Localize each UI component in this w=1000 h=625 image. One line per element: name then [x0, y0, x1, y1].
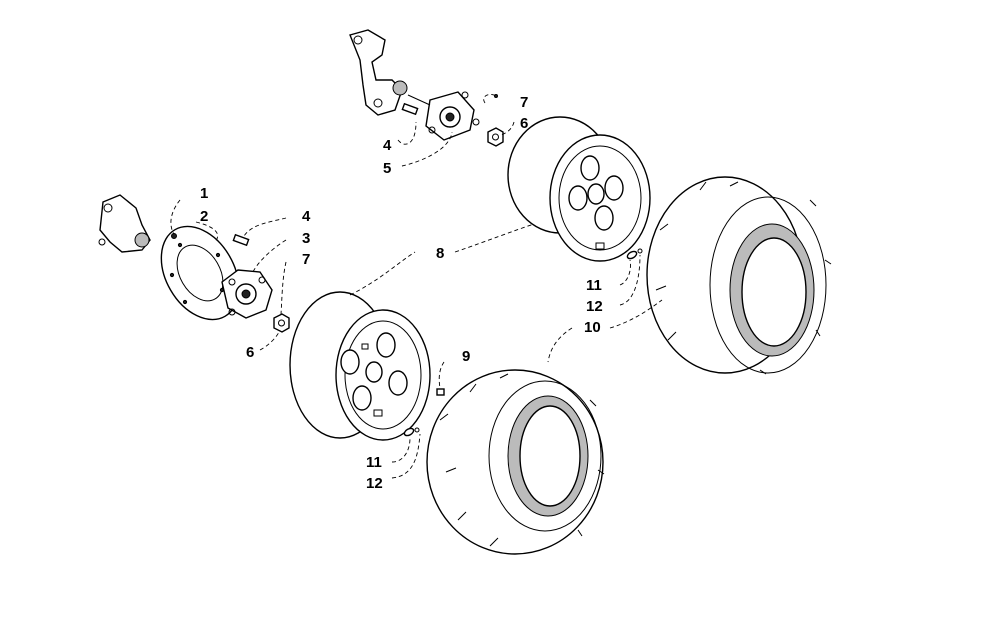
rear-hub — [407, 91, 480, 141]
callout-3: 3 — [302, 230, 310, 247]
callout-9: 9 — [462, 348, 470, 365]
callout-7-top: 7 — [520, 94, 528, 111]
front-lug-nut — [436, 388, 445, 396]
callout-4-left: 4 — [302, 208, 311, 225]
rear-hub-bolt — [401, 102, 419, 116]
callout-10: 10 — [584, 319, 601, 336]
callout-8: 8 — [436, 245, 444, 262]
callout-labels: 1 2 3 4 4 5 6 6 7 7 8 9 10 11 12 11 12 — [200, 94, 603, 492]
front-wheel-rim — [289, 291, 431, 441]
front-disc-screw — [171, 233, 177, 239]
callout-6-left: 6 — [246, 344, 254, 361]
rear-knuckle — [349, 29, 408, 116]
callout-5: 5 — [383, 160, 391, 177]
callout-7-left: 7 — [302, 251, 310, 268]
front-hub-nut — [273, 313, 290, 333]
callout-12-right: 12 — [586, 298, 603, 315]
brake-disc — [160, 225, 240, 321]
front-tire — [426, 369, 605, 555]
callout-1: 1 — [200, 185, 208, 202]
rear-hub-nut — [487, 127, 504, 147]
rear-tire — [646, 176, 832, 375]
callout-11-right: 11 — [586, 277, 602, 294]
front-valve-stem — [403, 427, 420, 437]
callout-11-left: 11 — [366, 454, 382, 471]
callout-2: 2 — [200, 208, 208, 225]
leader-lines — [170, 93, 663, 479]
front-hub-stud — [232, 233, 250, 247]
callout-4-top: 4 — [383, 137, 392, 154]
rear-valve-stem — [626, 248, 643, 260]
callout-12-left: 12 — [366, 475, 383, 492]
rear-wheel-rim — [507, 116, 651, 262]
front-knuckle — [98, 194, 151, 253]
callout-6-top: 6 — [520, 115, 528, 132]
front-hub — [221, 269, 273, 319]
